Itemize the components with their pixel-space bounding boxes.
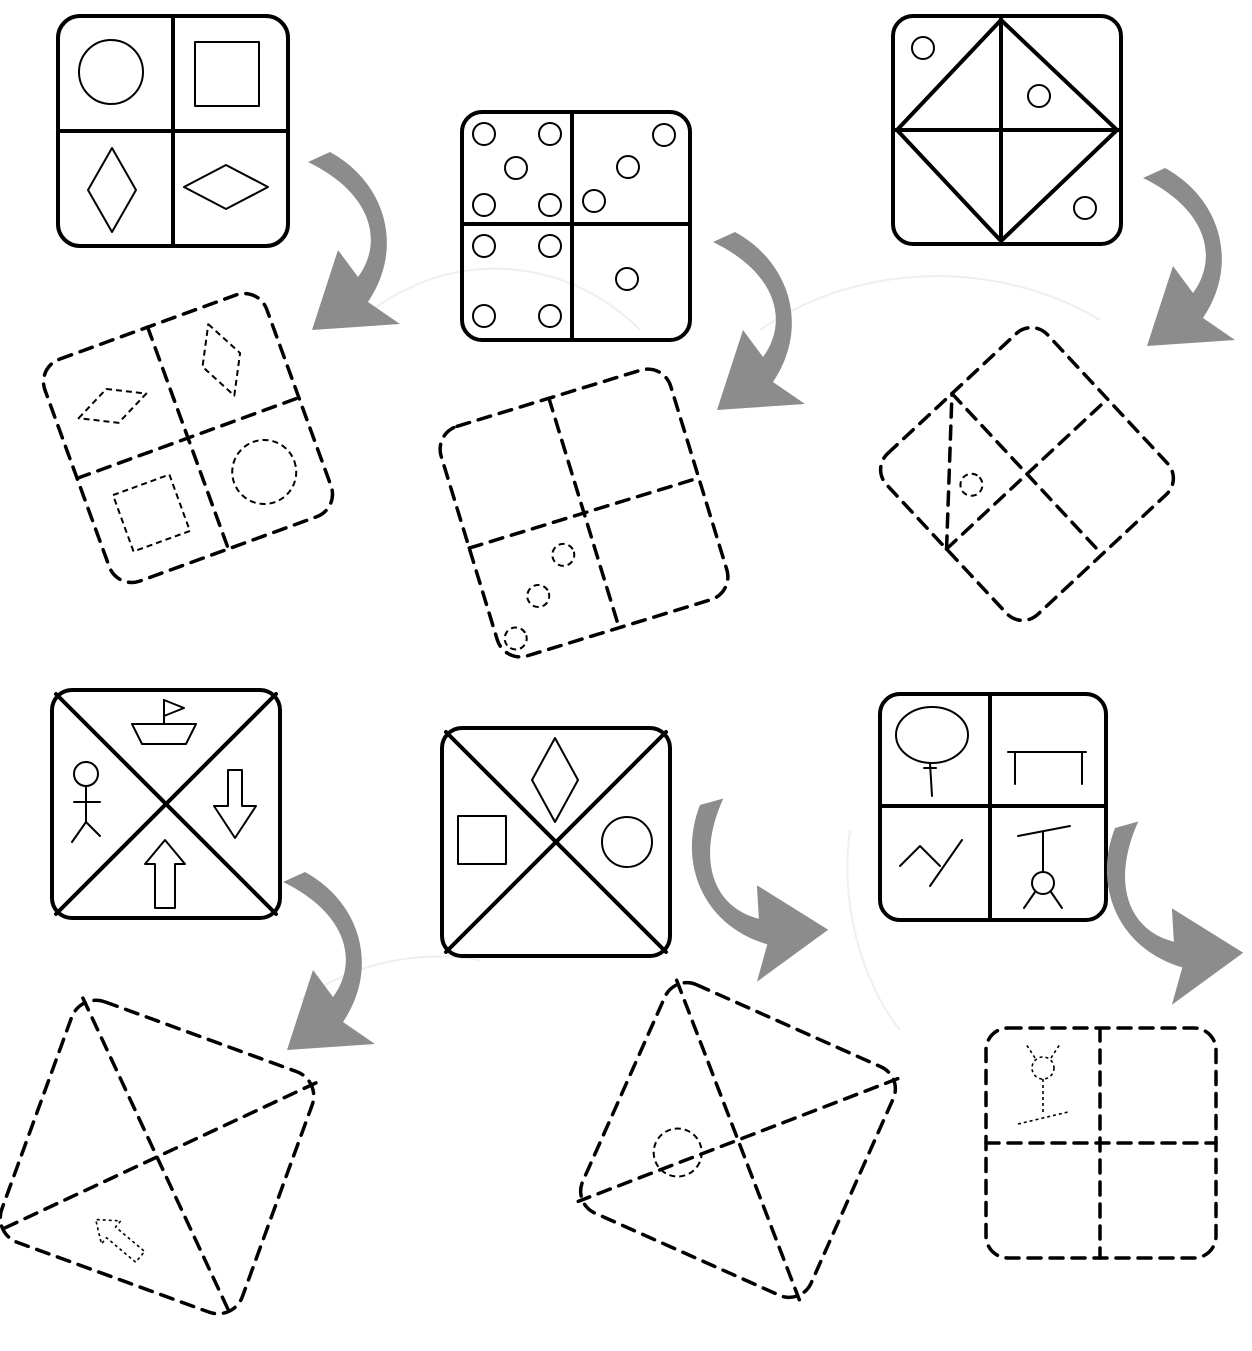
puzzle-4-source-card <box>52 690 280 918</box>
hanging-figure-icon <box>1018 1044 1068 1124</box>
square-shape <box>458 816 506 864</box>
puzzle-6-rotation-arrow <box>1061 814 1246 1009</box>
puzzle-3 <box>872 16 1235 629</box>
puzzle-5 <box>442 728 903 1305</box>
background-ghost-shapes <box>300 269 1100 1030</box>
puzzle-2-rotation-arrow <box>713 232 805 410</box>
circle-shape <box>79 40 143 104</box>
puzzle-1-result-card <box>37 287 339 589</box>
puzzle-6-result-card <box>986 1028 1216 1258</box>
puzzle-4-result-card <box>0 993 321 1321</box>
puzzle-5-result-card <box>573 975 903 1305</box>
puzzle-1 <box>37 16 400 589</box>
vertical-diamond-shape <box>88 148 136 232</box>
circle-shape <box>646 1121 709 1184</box>
stick-figure-icon <box>72 762 100 842</box>
diamond-shape <box>532 738 578 822</box>
puzzle-6 <box>880 694 1246 1258</box>
puzzle-2-result-card <box>434 363 734 663</box>
down-arrow-icon <box>214 770 256 838</box>
puzzle-2-source-card <box>462 112 690 340</box>
hanging-figure-icon <box>1018 826 1070 908</box>
up-arrow-icon <box>145 840 185 908</box>
horizontal-diamond-shape <box>184 165 268 209</box>
horizontal-diamond-shape <box>72 377 152 435</box>
dot-group <box>483 541 597 652</box>
puzzle-2 <box>434 112 805 663</box>
circle-shape <box>223 431 305 513</box>
square-shape <box>113 475 190 552</box>
puzzle-5-source-card <box>442 728 670 956</box>
puzzle-4 <box>0 690 375 1321</box>
puzzle-3-rotation-arrow <box>1143 168 1235 346</box>
puzzle-4-rotation-arrow <box>283 872 375 1050</box>
circle-shape <box>602 817 652 867</box>
puzzle-5-rotation-arrow <box>646 791 831 986</box>
arrow-icon <box>86 1208 150 1268</box>
puzzle-1-rotation-arrow <box>308 152 400 330</box>
puzzle-3-result-card <box>872 319 1183 630</box>
table-icon <box>1008 752 1086 784</box>
square-shape <box>195 42 259 106</box>
bent-line-icon <box>900 840 962 886</box>
puzzle-6-source-card <box>880 694 1106 920</box>
balloon-icon <box>896 707 968 796</box>
boat-icon <box>132 700 196 744</box>
puzzle-1-source-card <box>58 16 288 246</box>
puzzle-3-source-card <box>893 16 1121 244</box>
vertical-diamond-shape <box>190 317 254 402</box>
